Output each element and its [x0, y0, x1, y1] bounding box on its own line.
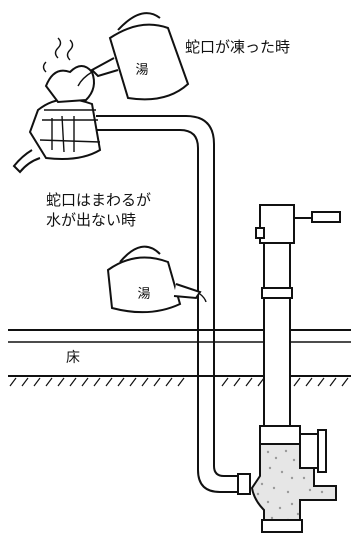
middle-kettle: 湯	[106, 245, 207, 314]
side-fitting-cap	[317, 429, 327, 473]
supply-pipe	[96, 115, 251, 495]
floor	[8, 329, 351, 387]
kettle-spout	[173, 283, 202, 300]
faucet-cloth	[28, 98, 102, 160]
middle-kettle-label: 湯	[137, 287, 150, 302]
steam-lines	[42, 37, 74, 73]
caption-turns-no-water: 蛇口はまわるが 水が出ない時	[46, 190, 151, 230]
kettle-body	[106, 256, 182, 314]
caption-frozen-faucet: 蛇口が凍った時	[185, 38, 291, 56]
riser-collar	[261, 287, 293, 299]
valve-nut	[255, 227, 265, 239]
caption-turns-line-1: 蛇口はまわるが	[46, 191, 152, 209]
frozen-faucet	[12, 65, 102, 174]
caption-turns-line-2: 水が出ない時	[46, 211, 137, 229]
pipe-joint	[237, 473, 251, 495]
kettle-handle	[119, 245, 161, 263]
valve-handle	[311, 211, 341, 223]
water-stream	[77, 71, 93, 87]
frozen-section	[250, 443, 337, 533]
cloth-knot	[44, 65, 95, 104]
water-stream	[199, 293, 207, 303]
top-kettle: 湯	[77, 12, 190, 101]
bottom-fitting	[261, 519, 303, 533]
faucet-spout	[12, 149, 41, 174]
lower-fitting	[259, 425, 301, 445]
kettle-body	[108, 23, 190, 101]
valve-body	[259, 204, 295, 244]
riser-pipe	[263, 239, 291, 431]
kettle-spout	[90, 57, 119, 78]
top-kettle-label: 湯	[135, 63, 148, 78]
ice-speckles	[256, 449, 324, 522]
kettle-handle	[117, 12, 161, 31]
valve-riser	[255, 204, 341, 473]
ground-hatching	[9, 377, 349, 387]
caption-floor: 床	[66, 350, 80, 366]
